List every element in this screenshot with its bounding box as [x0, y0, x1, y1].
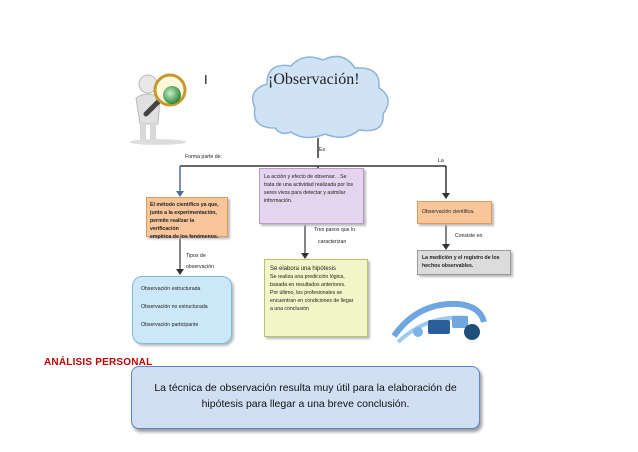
definition-line: trata de una actividad realizada por los — [264, 182, 354, 188]
definition-box: La acción y efecto de observar. . Se tra… — [259, 168, 364, 224]
label-forma-parte: Forma parte de: — [185, 154, 222, 160]
definition-line: seres vivos para detectar y asimilar — [264, 190, 346, 196]
label-tipos-1: Tipos de — [186, 253, 206, 259]
label-tres-pasos-2: caracterizan — [318, 239, 347, 245]
analysis-heading: ANÁLISIS PERSONAL — [44, 357, 153, 368]
hypothesis-line: Se realiza una predicción lógica, — [270, 274, 345, 280]
observation-type-item: Observación no estructurada — [141, 304, 208, 310]
method-line: junto a la experimentación, — [150, 210, 217, 216]
label-es: Es — [319, 147, 326, 153]
scientific-method-box: El método científico ya que, junto a la … — [146, 197, 228, 240]
observation-type-item: Observación participante — [141, 322, 199, 328]
analysis-text-line2: hipótesis para llegar a una breve conclu… — [201, 398, 410, 410]
cloud-title: ¡Observación! — [268, 71, 360, 88]
hypothesis-line: basada en resultados anteriores. — [270, 282, 346, 288]
scientific-observation-text: Observación científica. — [422, 209, 475, 215]
method-line: empírica de los fenómenos. — [150, 234, 219, 240]
label-tipos-2: observación — [186, 264, 214, 270]
label-tres-pasos-1: Tres pasos que lo — [314, 227, 356, 233]
left-arrowhead — [176, 191, 184, 197]
technology-graphic-icon — [391, 300, 487, 344]
method-line: permite realizar la verificación — [150, 218, 195, 232]
hypothesis-line: encuentran en condiciones de llegar — [270, 298, 354, 304]
method-line: El método científico ya que, — [150, 202, 219, 208]
hypothesis-line: Por último, los profesionales se — [270, 290, 343, 296]
measurement-line: hechos observables. — [422, 263, 474, 269]
left-lower-arrowhead — [176, 269, 184, 275]
cloud-shape — [252, 55, 389, 139]
analysis-text-line1: La técnica de observación resulta muy út… — [154, 382, 457, 394]
label-la: La — [438, 158, 444, 164]
scientific-observation-box: Observación científica. — [417, 201, 492, 224]
center-lower-arrowhead — [301, 253, 309, 259]
measurement-box: La medición y el registro de los hechos … — [417, 250, 511, 275]
definition-line: La acción y efecto de observar. . Se — [264, 174, 347, 180]
right-lower-arrowhead — [442, 244, 450, 250]
analysis-box: La técnica de observación resulta muy út… — [131, 366, 480, 429]
measurement-line: La medición y el registro de los — [422, 255, 500, 261]
hypothesis-line: a una conclusión — [270, 306, 309, 312]
hypothesis-line: Se elabora una hipótesis — [270, 266, 337, 272]
right-arrowhead — [442, 193, 450, 199]
label-consiste: Consiste en — [455, 233, 483, 239]
hypothesis-steps-box: Se elabora una hipótesis Se realiza una … — [264, 259, 368, 337]
observation-type-item: Observación estructurada — [141, 286, 201, 292]
cursor-mark: I — [204, 72, 208, 87]
observation-types-box: Observación estructurada Observación no … — [132, 276, 232, 344]
magnifier-person-icon — [130, 73, 187, 145]
definition-line: información. — [264, 198, 293, 204]
